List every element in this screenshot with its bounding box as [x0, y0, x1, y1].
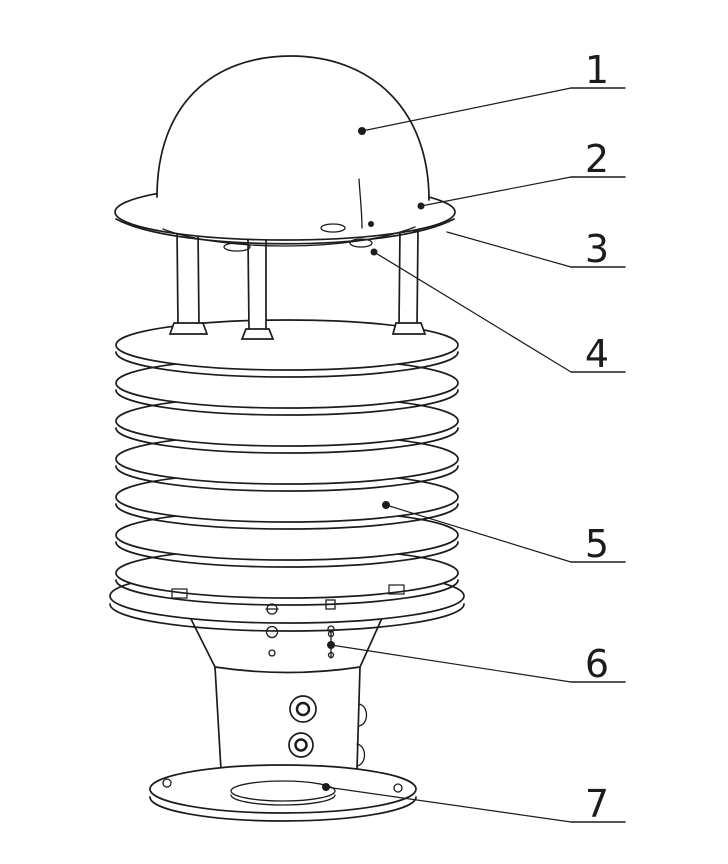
post-middle: [247, 238, 267, 331]
callout-labels: 1 2 3 4 5 6 7: [585, 48, 609, 826]
indicator-circle: [265, 625, 279, 639]
callout-leader-5: [385, 504, 572, 563]
cable-connector-lower-pin: [294, 738, 308, 752]
callout-leader-1: [361, 87, 572, 132]
plate-slot: [320, 223, 346, 233]
callout-label-6: 6: [585, 642, 609, 686]
callout-leader-2: [420, 176, 572, 207]
post-left: [176, 228, 200, 327]
flange-center-rim: [230, 794, 336, 806]
side-bump-upper: [358, 703, 368, 727]
cable-connector-upper: [289, 695, 317, 723]
callout-label-5: 5: [585, 522, 609, 566]
cable-connector-upper-pin: [295, 701, 311, 717]
housing-right-edge: [356, 666, 361, 771]
callout-leader-6: [330, 644, 572, 683]
callout-label-3: 3: [585, 227, 609, 271]
base-plate-tab-right: [388, 584, 405, 595]
callout-label-7: 7: [585, 782, 609, 826]
louver-slat-rim: [115, 465, 459, 492]
flange-center-opening: [230, 780, 336, 802]
louver-slat-rim: [115, 541, 459, 568]
support-posts: [168, 228, 427, 340]
callout-leader-3: [446, 231, 572, 268]
plate-slot: [223, 242, 251, 252]
small-port: [325, 599, 336, 610]
base-plate-tab-left: [171, 588, 188, 599]
housing-left-edge: [214, 666, 222, 771]
connector-top: [327, 630, 335, 638]
louver-slat-rim: [115, 427, 459, 454]
stack-base-plate-rim: [109, 603, 465, 632]
sensor-plate: [162, 223, 416, 252]
louver-slat-rim: [115, 351, 459, 378]
dome-outline: [156, 55, 430, 201]
louver-slat-rim: [115, 503, 459, 530]
plate-front-edge: [162, 226, 416, 247]
indicator-dot: [268, 649, 276, 657]
flange-disc: [149, 764, 417, 814]
side-bump-lower: [356, 743, 366, 767]
plate-pin-dot: [368, 221, 374, 227]
callout-label-2: 2: [585, 137, 609, 181]
housing-mid-seam: [214, 666, 361, 674]
callout-leaders: [325, 87, 572, 823]
callout-underlines: [570, 87, 626, 823]
base-flange: [149, 764, 417, 822]
callout-label-4: 4: [585, 332, 609, 376]
cable-connector-lower: [288, 732, 314, 758]
louver-slat-rim: [115, 579, 459, 606]
post-left-foot: [168, 322, 209, 335]
housing-neck-left-edge: [186, 610, 216, 668]
flange-rim: [149, 796, 417, 822]
plate-slot: [349, 238, 373, 248]
cap-ring-brim: [115, 218, 455, 245]
housing-fill: [186, 606, 388, 770]
connector-bottom: [327, 651, 335, 659]
callout-leader-7: [325, 786, 572, 823]
flange-hole-left: [162, 778, 172, 788]
dome: [156, 55, 430, 229]
dome-seam: [358, 178, 363, 229]
housing-body: [186, 606, 388, 771]
post-right-foot: [391, 322, 427, 335]
louver-stack: [109, 319, 465, 632]
callout-leader-4: [373, 251, 572, 373]
post-middle-foot: [240, 328, 275, 340]
drawing-root: 1 2 3 4 5 6 7: [109, 48, 626, 826]
louver-slat-rim: [115, 389, 459, 416]
flange-hole-right: [393, 783, 403, 793]
callout-label-1: 1: [585, 48, 609, 92]
